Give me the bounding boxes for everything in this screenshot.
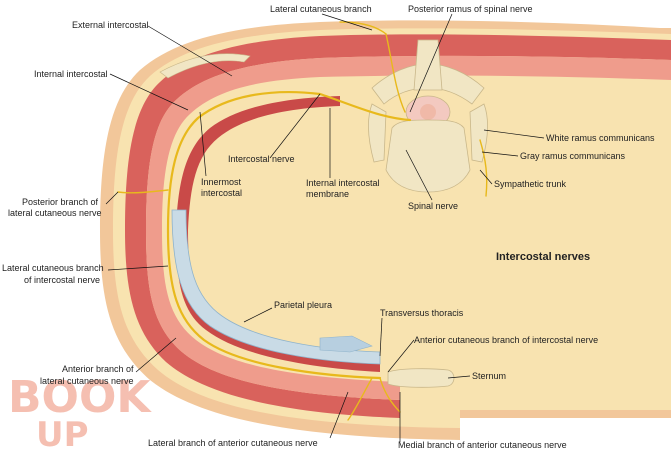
labels: Lateral cutaneous branch Posterior ramus…: [2, 4, 655, 450]
bookup-watermark: BOOK UP: [8, 372, 152, 455]
label-anterior-branch-1: Anterior branch of: [62, 364, 134, 374]
leader-lines: [105, 13, 545, 442]
internal-intercostal-muscle: [146, 55, 671, 400]
external-intercostal-muscle: [125, 34, 671, 419]
label-posterior-ramus: Posterior ramus of spinal nerve: [408, 4, 533, 14]
label-intercostal-nerve: Intercostal nerve: [228, 154, 295, 164]
sympathetic-trunk-path: [479, 139, 488, 197]
lateral-cutaneous-top-path: [339, 21, 387, 35]
sternum-bone: [387, 368, 455, 388]
label-lateral-cutaneous-branch: Lateral cutaneous branch: [270, 4, 372, 14]
vertebra: [368, 39, 488, 193]
label-transversus-thoracis: Transversus thoracis: [380, 308, 464, 318]
fat-layer: [113, 28, 671, 429]
label-spinal-nerve: Spinal nerve: [408, 201, 458, 211]
label-innermost-2: intercostal: [201, 188, 242, 198]
label-anterior-cutaneous: Anterior cutaneous branch of intercostal…: [414, 335, 598, 345]
lateral-branch-anterior-path: [347, 377, 373, 421]
label-posterior-branch-1: Posterior branch of: [22, 197, 99, 207]
watermark-line1: BOOK: [8, 372, 152, 423]
label-gray-ramus: Gray ramus communicans: [520, 151, 626, 161]
label-innermost-1: Innermost: [201, 177, 242, 187]
label-internal-membrane-2: membrane: [306, 189, 349, 199]
lateral-cutaneous-side-path: [117, 189, 169, 194]
watermark-line2: UP: [36, 415, 89, 455]
label-parietal-pleura: Parietal pleura: [274, 300, 332, 310]
label-lateral-branch-anterior: Lateral branch of anterior cutaneous ner…: [148, 438, 318, 448]
label-posterior-branch-2: lateral cutaneous nerve: [8, 208, 102, 218]
label-sternum: Sternum: [472, 371, 506, 381]
anterior-cutaneous-path: [379, 377, 401, 413]
intercostal-nerve-path: [166, 91, 412, 380]
label-medial-branch-anterior: Medial branch of anterior cutaneous nerv…: [398, 440, 567, 450]
label-lateral-cut-intercostal-2: of intercostal nerve: [24, 275, 100, 285]
thoracic-wall-artwork: [100, 20, 671, 440]
label-lateral-cut-intercostal-1: Lateral cutaneous branch: [2, 263, 104, 273]
label-external-intercostal: External intercostal: [72, 20, 149, 30]
parietal-pleura-membrane: [171, 209, 381, 365]
label-sympathetic-trunk: Sympathetic trunk: [494, 179, 567, 189]
posterior-ramus-path: [385, 33, 406, 113]
label-anterior-branch-2: lateral cutaneous nerve: [40, 376, 134, 386]
label-internal-intercostal: Internal intercostal: [34, 69, 108, 79]
diagram-title: Intercostal nerves: [496, 251, 590, 263]
pleura-fold: [319, 335, 373, 353]
label-internal-membrane-1: Internal intercostal: [306, 178, 380, 188]
label-white-ramus: White ramus communicans: [546, 133, 655, 143]
rib-segment: [159, 53, 251, 79]
